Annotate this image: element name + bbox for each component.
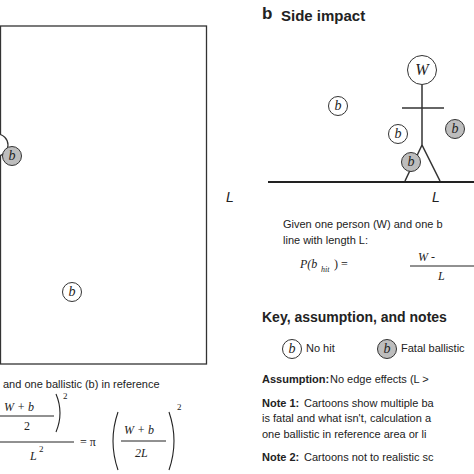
exponent: 2 xyxy=(39,445,44,454)
circle-label: b xyxy=(452,122,459,136)
formula-term: L xyxy=(438,270,445,282)
note-text: No edge effects (L > xyxy=(330,374,429,385)
stick-leg xyxy=(422,145,440,181)
parenthesis xyxy=(56,394,60,432)
exponent: 2 xyxy=(63,392,68,401)
formula-term: 2 xyxy=(24,420,30,432)
formula-term: W + b xyxy=(4,401,34,413)
circle-label: b xyxy=(9,149,16,163)
ground-line xyxy=(268,181,474,183)
formula-caption: Given one person (W) and one b xyxy=(283,219,443,230)
fraction-bar xyxy=(410,266,474,267)
circle-label: b xyxy=(335,99,342,113)
formula-caption: and one ballistic (b) in reference xyxy=(3,379,160,390)
ballistic-circle: b xyxy=(377,339,397,359)
reference-area xyxy=(1,26,207,364)
note-text: Cartoons not to realistic sc xyxy=(304,452,434,463)
formula-term: ) = xyxy=(334,258,348,270)
fraction-bar xyxy=(0,416,54,417)
stick-body xyxy=(421,85,423,145)
circle-label: b xyxy=(69,285,76,299)
fraction-bar xyxy=(0,442,74,443)
dimension-label: L xyxy=(432,190,440,204)
parenthesis xyxy=(169,412,174,470)
note-text: Cartoons show multiple ba xyxy=(304,398,434,409)
note-label: Note 1: xyxy=(262,398,299,409)
ballistic-circle: b xyxy=(388,124,408,144)
ballistic-circle: b xyxy=(328,96,348,116)
section-title: Key, assumption, and notes xyxy=(262,310,447,324)
note-text: one ballistic in reference area or li xyxy=(262,429,426,440)
note-label: Note 2: xyxy=(262,452,299,463)
exponent: 2 xyxy=(177,403,182,412)
formula-term: L xyxy=(30,450,37,462)
formula-caption: line with length L: xyxy=(283,235,368,246)
parenthesis xyxy=(113,412,118,470)
ballistic-circle: b xyxy=(2,146,22,166)
formula-term: 2L xyxy=(135,447,148,459)
stick-arms xyxy=(402,107,444,109)
subscript: hit xyxy=(321,266,329,274)
legend-text: No hit xyxy=(306,343,335,354)
dimension-label: L xyxy=(226,190,234,204)
formula-term: = π xyxy=(80,436,96,448)
formula-term: W - xyxy=(418,251,435,263)
formula-term: W + b xyxy=(124,424,154,436)
ballistic-circle: b xyxy=(401,152,421,172)
fraction-bar xyxy=(121,441,166,442)
note-text: is fatal and what isn't, calculation a xyxy=(262,413,431,424)
ballistic-circle: b xyxy=(62,282,82,302)
legend-text: Fatal ballistic xyxy=(401,343,465,354)
circle-label: b xyxy=(289,342,296,356)
circle-label: b xyxy=(384,342,391,356)
formula-term: P(b xyxy=(300,258,317,270)
panel-title: Side impact xyxy=(281,8,365,23)
ballistic-circle: b xyxy=(445,119,465,139)
circle-label: b xyxy=(408,155,415,169)
note-label: Assumption: xyxy=(262,374,329,385)
ballistic-circle: W xyxy=(407,55,437,85)
circle-label: W xyxy=(415,62,428,78)
ballistic-circle: b xyxy=(282,339,302,359)
panel-letter: b xyxy=(262,5,272,22)
circle-label: b xyxy=(395,127,402,141)
